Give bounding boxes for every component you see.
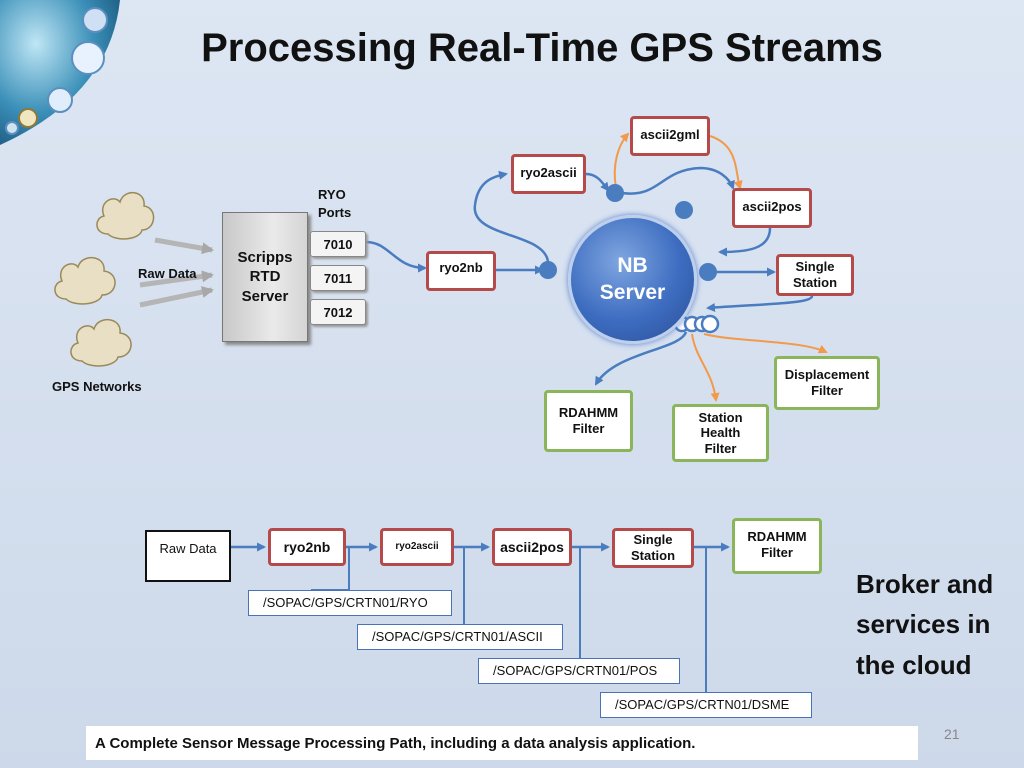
topic-dsme: /SOPAC/GPS/CRTN01/DSME <box>600 692 812 718</box>
ryo2ascii-box: ryo2ascii <box>511 154 586 194</box>
server-line: Server <box>241 287 289 305</box>
gps-network-cloud-icon <box>54 257 116 305</box>
rdahmm-filter-box: RDAHMM Filter <box>544 390 633 452</box>
pipeline-raw-data-box: Raw Data <box>145 530 231 582</box>
page-number: 21 <box>944 726 960 742</box>
scripps-rtd-server: Scripps RTD Server <box>222 212 308 342</box>
gps-network-cloud-icon <box>70 319 132 367</box>
broker-line: the cloud <box>856 649 972 680</box>
box-line: Single <box>795 259 835 275</box>
box-line: Station <box>792 275 838 290</box>
port-7011: 7011 <box>310 265 366 291</box>
nb-server: NB Server <box>568 215 697 344</box>
gps-networks-label: GPS Networks <box>52 379 142 394</box>
ryo-ports-line: RYO <box>318 187 346 202</box>
globe-logo-icon <box>0 0 120 145</box>
box-line: Station <box>698 409 743 425</box>
port-7012: 7012 <box>310 299 366 325</box>
server-line: Scripps <box>237 248 293 266</box>
server-line: RTD <box>249 268 281 286</box>
ryo-ports-label: RYO Ports <box>318 186 351 221</box>
pipeline-ryo2nb-box: ryo2nb <box>268 528 346 566</box>
station-health-filter-box: Station Health Filter <box>672 404 769 462</box>
pipeline-single-station-box: Single Station <box>612 528 694 568</box>
box-line: Filter <box>761 544 793 560</box>
broker-line: services in <box>856 609 991 640</box>
topic-ascii: /SOPAC/GPS/CRTN01/ASCII <box>357 624 563 650</box>
pipeline-rdahmm-filter-box: RDAHMM Filter <box>732 518 822 574</box>
raw-data-label: Raw Data <box>138 266 197 281</box>
port-7010: 7010 <box>310 231 366 257</box>
topic-ryo: /SOPAC/GPS/CRTN01/RYO <box>248 590 452 616</box>
box-line: Single <box>633 532 673 548</box>
box-line: Filter <box>704 440 737 456</box>
gps-network-cloud-icon <box>96 192 155 240</box>
box-line: Filter <box>811 383 843 398</box>
nb-server-line: NB <box>617 254 648 278</box>
nb-server-line: Server <box>599 280 666 304</box>
ryo2nb-box: ryo2nb <box>426 251 496 291</box>
pipeline-ascii2pos-box: ascii2pos <box>492 528 572 566</box>
page-title: Processing Real-Time GPS Streams <box>201 26 883 70</box>
ascii2pos-box: ascii2pos <box>732 188 812 228</box>
ryo-ports-line: Ports <box>318 204 352 220</box>
ascii2gml-box: ascii2gml <box>630 116 710 156</box>
caption: A Complete Sensor Message Processing Pat… <box>86 726 918 760</box>
box-line: Health <box>700 425 741 441</box>
box-line: RDAHMM <box>747 529 807 544</box>
box-line: Station <box>630 548 676 563</box>
box-line: RDAHMM <box>558 405 619 420</box>
box-line: Displacement <box>784 367 870 383</box>
broker-services-text: Broker and services in the cloud <box>856 564 993 685</box>
broker-line: Broker and <box>856 569 994 599</box>
pipeline-ryo2ascii-box: ryo2ascii <box>380 528 454 566</box>
box-line: Filter <box>572 420 605 436</box>
topic-pos: /SOPAC/GPS/CRTN01/POS <box>478 658 680 684</box>
displacement-filter-box: Displacement Filter <box>774 356 880 410</box>
single-station-box: Single Station <box>776 254 854 296</box>
